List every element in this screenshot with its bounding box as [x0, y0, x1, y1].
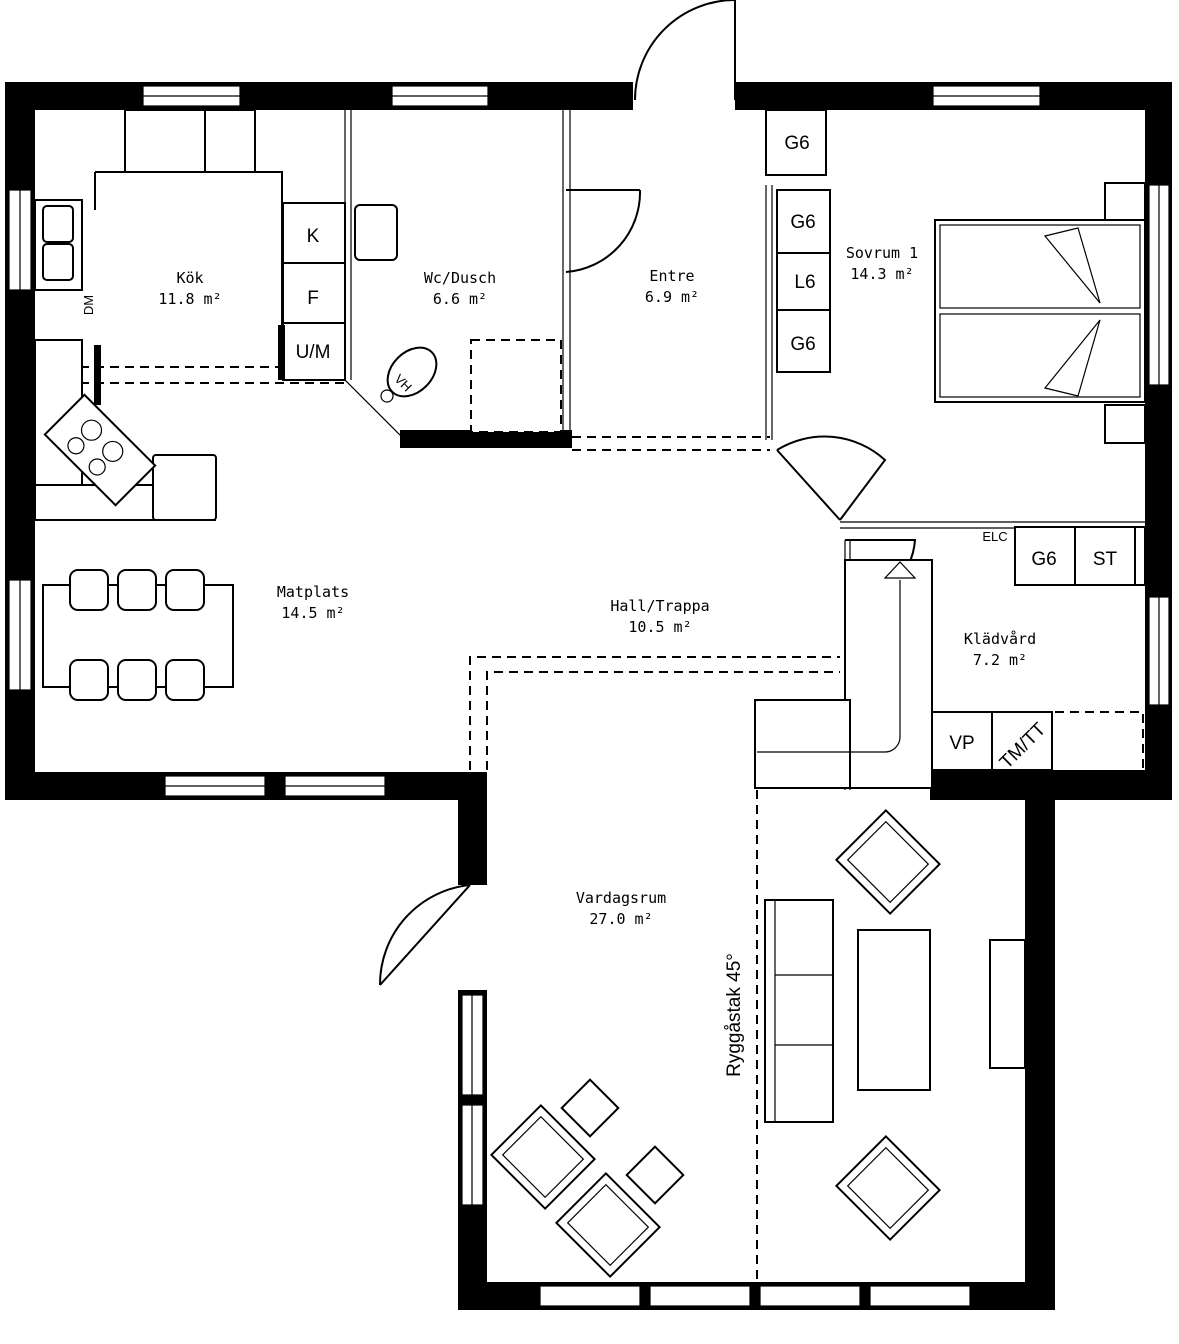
staircase [754, 559, 933, 789]
room-entre-name: Entre [649, 267, 694, 285]
room-sovrum-area: 14.3 m² [850, 265, 913, 283]
room-wc-name: Wc/Dusch [424, 269, 496, 287]
room-hall-area: 10.5 m² [628, 618, 691, 636]
kitchen-k-label: K [307, 226, 320, 247]
room-entre-area: 6.9 m² [645, 288, 699, 306]
room-matplats-area: 14.5 m² [281, 604, 344, 622]
laundry-vp-label: VP [949, 733, 974, 754]
bathroom-fixtures: VH [354, 204, 438, 403]
room-hall-name: Hall/Trappa [610, 597, 709, 615]
kitchen-f-label: F [307, 288, 319, 309]
room-labels: Kök 11.8 m² Wc/Dusch 6.6 m² Entre 6.9 m²… [158, 244, 1036, 928]
room-kladvard-area: 7.2 m² [973, 651, 1027, 669]
living-room-furniture: Ryggåstak 45° [489, 808, 1026, 1279]
room-kok-name: Kök [176, 269, 203, 287]
interior-walls [35, 110, 1145, 1282]
room-kladvard-name: Klädvård [964, 630, 1036, 648]
double-bed [934, 182, 1146, 444]
room-vardagsrum-name: Vardagsrum [576, 889, 666, 907]
dining-table [42, 569, 234, 701]
roof-note: Ryggåstak 45° [724, 953, 745, 1077]
kitchen-um-label: U/M [296, 342, 331, 363]
bedroom-wardrobes: G6 G6 L6 G6 [765, 109, 831, 373]
laundry-st-label: ST [1093, 549, 1118, 570]
laundry-elc-label: ELC [982, 529, 1007, 544]
windows [8, 85, 1170, 1307]
room-vardagsrum-area: 27.0 m² [589, 910, 652, 928]
wardrobe-2-label: L6 [794, 272, 815, 293]
room-matplats-name: Matplats [277, 583, 349, 601]
room-sovrum-name: Sovrum 1 [846, 244, 918, 262]
laundry-fixtures: ELC G6 ST VP TM/TT [931, 526, 1146, 773]
wardrobe-1-label: G6 [790, 212, 815, 233]
room-wc-area: 6.6 m² [433, 290, 487, 308]
kitchen-dm-label: DM [81, 295, 96, 315]
wardrobe-top-label: G6 [784, 133, 809, 154]
wardrobe-3-label: G6 [790, 334, 815, 355]
room-kok-area: 11.8 m² [158, 290, 221, 308]
kitchen-furniture: K F U/M DM [34, 109, 346, 521]
doors [378, 0, 917, 990]
laundry-g6-label: G6 [1031, 549, 1056, 570]
